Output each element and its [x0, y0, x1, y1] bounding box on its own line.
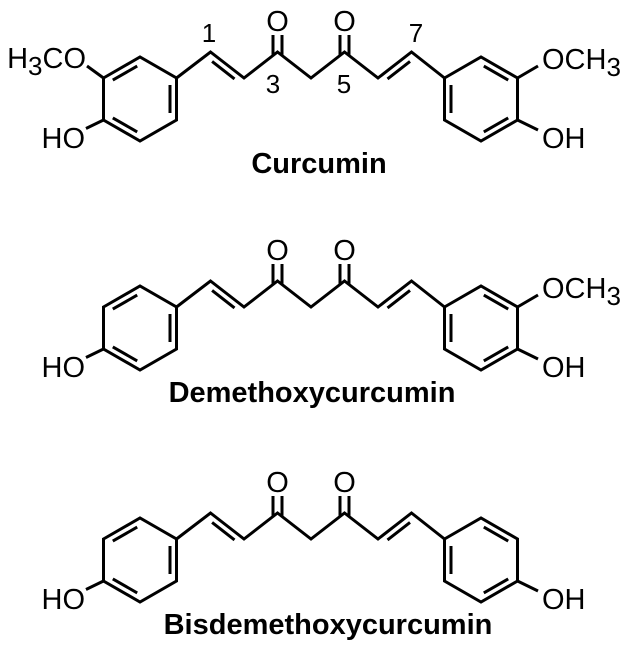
left-hydroxyl-label: HO: [42, 352, 86, 384]
left-hydroxyl-label: HO: [42, 123, 86, 155]
bond-skeleton: [84, 33, 540, 143]
position-number-5: 5: [337, 69, 351, 99]
carbonyl-oxygen-label: O: [333, 6, 356, 38]
right-methoxy-label: OCH3: [542, 273, 621, 311]
right-hydroxyl-label: OH: [542, 352, 586, 384]
molecule-curcumin: H3CO HO O O OCH3 OH 1 3 5 7 Curcumin: [7, 6, 621, 180]
left-methoxy-bond: [85, 64, 105, 80]
position-number-3: 3: [266, 69, 280, 99]
position-number-7: 7: [409, 18, 423, 48]
molecule-name: Curcumin: [251, 148, 386, 180]
molecule-demethoxycurcumin: HO O O OCH3 OH Demethoxycurcumin: [42, 235, 621, 409]
carbonyl-oxygen-label: O: [333, 467, 356, 499]
molecule-name: Bisdemethoxycurcumin: [164, 609, 493, 641]
right-methoxy-label: OCH3: [542, 44, 621, 82]
bond-skeleton: [84, 494, 540, 604]
bond-skeleton: [84, 262, 540, 372]
left-methoxy-label: H3CO: [7, 43, 86, 81]
right-hydroxyl-label: OH: [542, 584, 586, 616]
right-methoxy-bond: [516, 64, 540, 80]
carbonyl-oxygen-label: O: [266, 467, 289, 499]
right-hydroxyl-label: OH: [542, 123, 586, 155]
position-number-1: 1: [202, 18, 216, 48]
molecule-bisdemethoxycurcumin: HO O O OH Bisdemethoxycurcumin: [42, 467, 586, 641]
right-methoxy-bond: [516, 293, 540, 309]
carbonyl-oxygen-label: O: [266, 6, 289, 38]
left-hydroxyl-label: HO: [42, 584, 86, 616]
carbonyl-oxygen-label: O: [333, 235, 356, 267]
molecule-name: Demethoxycurcumin: [169, 377, 456, 409]
carbonyl-oxygen-label: O: [266, 235, 289, 267]
